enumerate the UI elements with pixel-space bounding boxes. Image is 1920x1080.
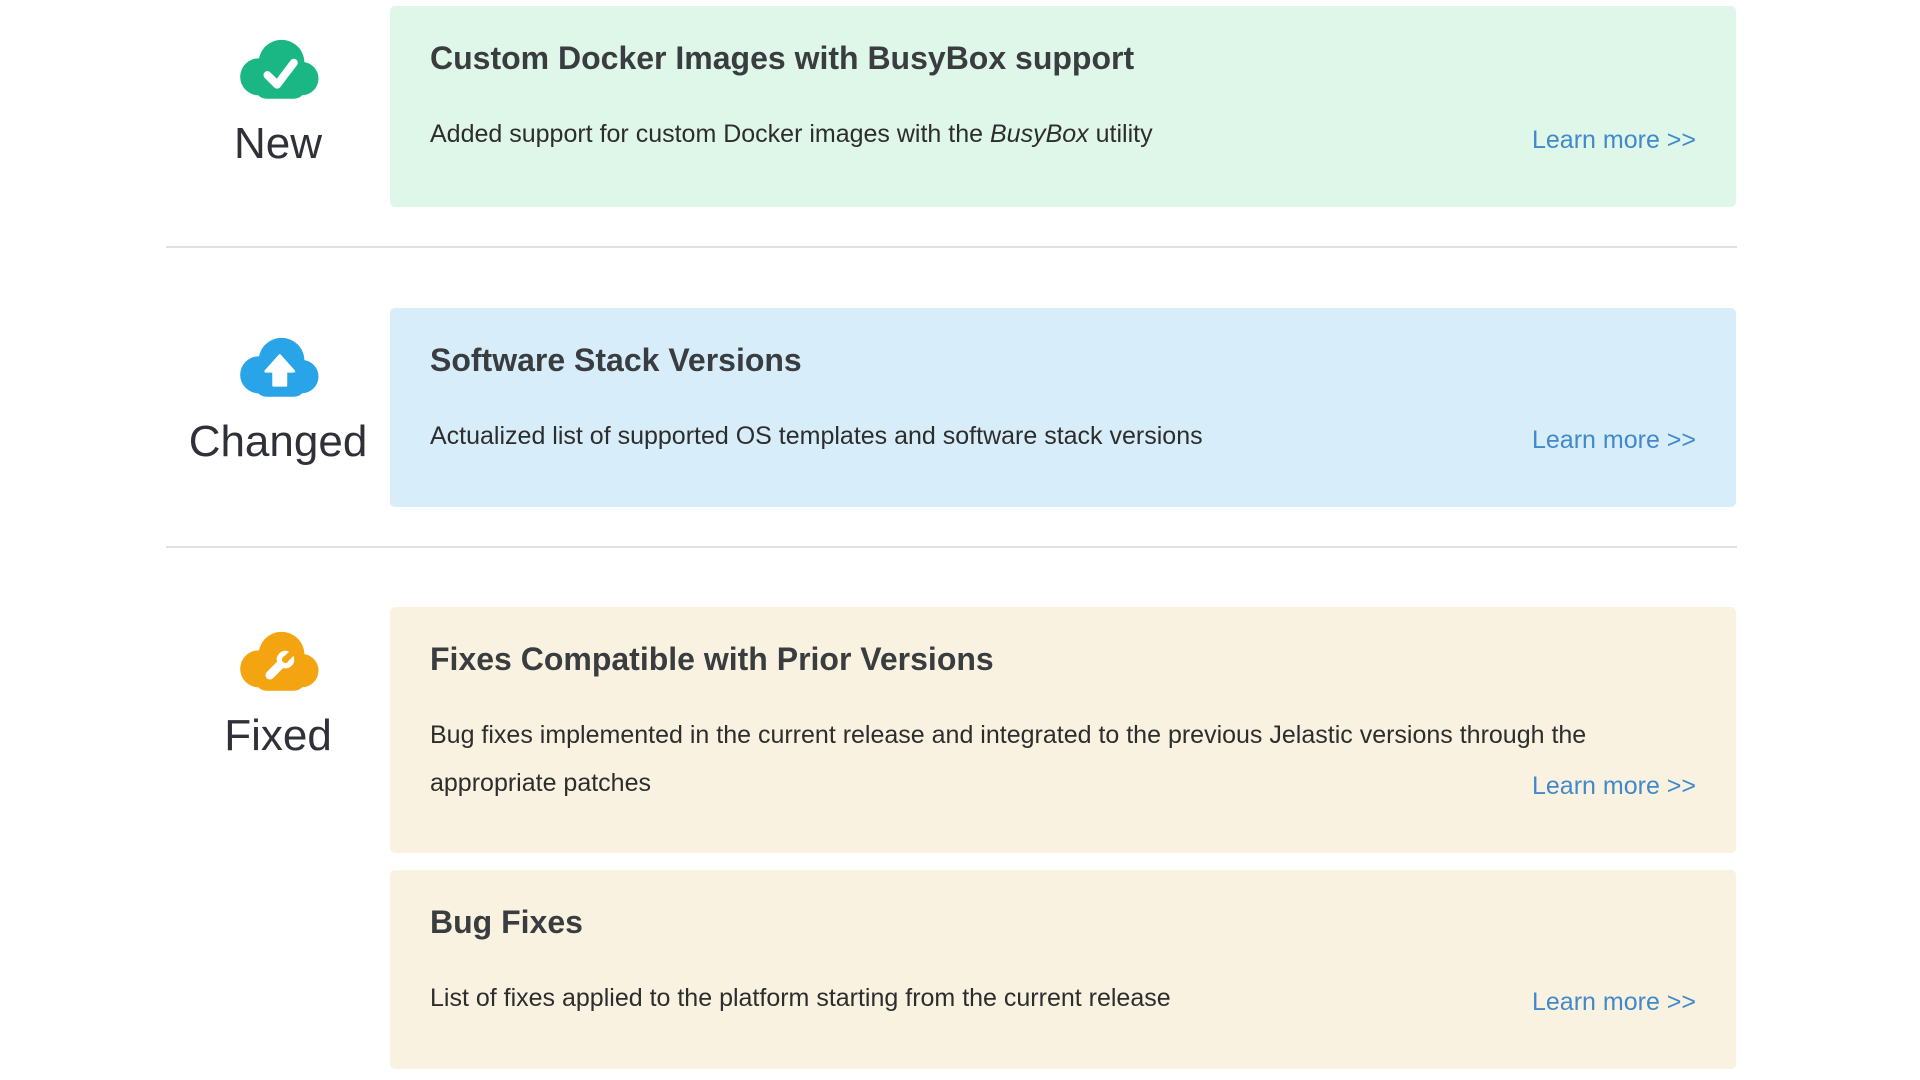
card-software-stack-versions: Software Stack Versions Actualized list … xyxy=(390,308,1736,507)
card-bug-fixes: Bug Fixes List of fixes applied to the p… xyxy=(390,870,1736,1069)
section-divider xyxy=(166,546,1737,548)
learn-more-link[interactable]: Learn more >> xyxy=(1532,988,1696,1016)
card-description: Actualized list of supported OS template… xyxy=(430,422,1203,450)
learn-more-link[interactable]: Learn more >> xyxy=(1532,426,1696,454)
card-description: Bug fixes implemented in the current rel… xyxy=(430,721,1587,797)
cloud-wrench-icon xyxy=(240,631,319,691)
desc-italic-text: BusyBox xyxy=(990,120,1089,148)
card-title: Fixes Compatible with Prior Versions xyxy=(430,641,994,677)
desc-text: utility xyxy=(1088,120,1153,148)
card-description: List of fixes applied to the platform st… xyxy=(430,984,1171,1012)
cloud-arrow-up-icon xyxy=(240,337,319,397)
card-title: Software Stack Versions xyxy=(430,342,802,378)
card-title: Bug Fixes xyxy=(430,904,583,940)
section-new-badge: New xyxy=(178,36,378,168)
learn-more-link[interactable]: Learn more >> xyxy=(1532,126,1696,154)
cloud-check-icon xyxy=(240,39,319,99)
desc-text: Added support for custom Docker images w… xyxy=(430,120,990,148)
section-fixed-badge: Fixed xyxy=(178,628,378,760)
section-changed-badge: Changed xyxy=(178,334,378,466)
section-new-label: New xyxy=(233,119,323,168)
section-divider xyxy=(166,246,1737,248)
section-changed-label: Changed xyxy=(188,417,368,466)
card-custom-docker-images: Custom Docker Images with BusyBox suppor… xyxy=(390,6,1736,207)
section-fixed-label: Fixed xyxy=(224,711,332,760)
card-description: Added support for custom Docker images w… xyxy=(430,110,1696,158)
card-fixes-compatible: Fixes Compatible with Prior Versions Bug… xyxy=(390,607,1736,853)
card-title: Custom Docker Images with BusyBox suppor… xyxy=(430,40,1135,76)
learn-more-link[interactable]: Learn more >> xyxy=(1532,772,1696,800)
